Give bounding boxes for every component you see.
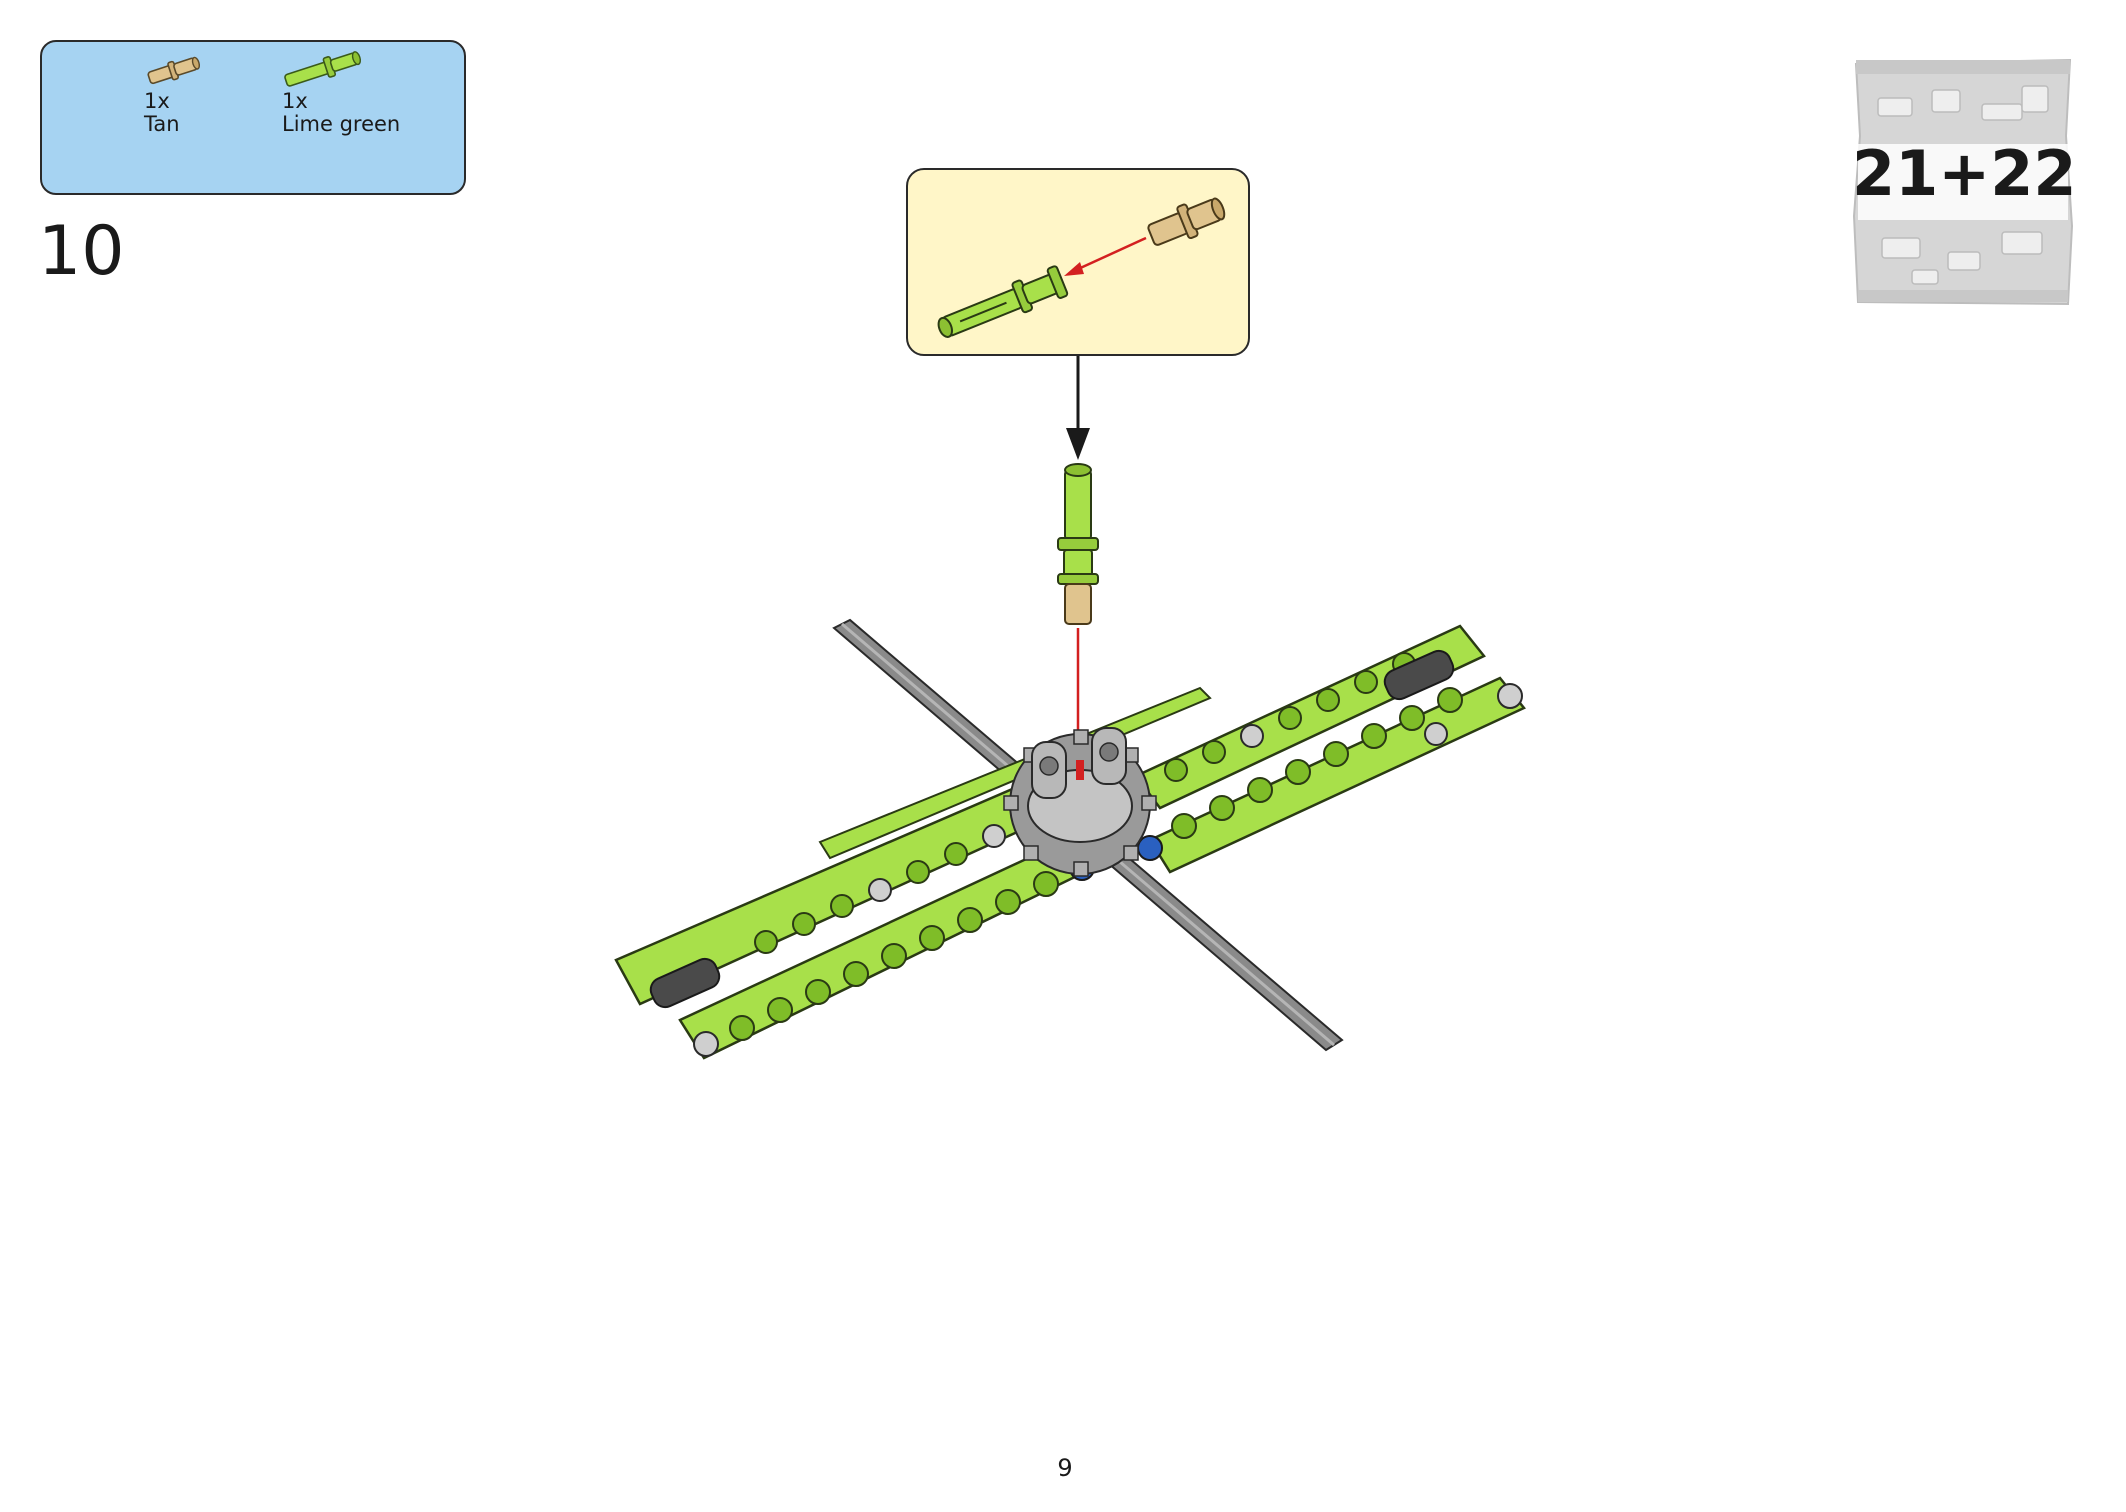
page-number: 9 — [1057, 1454, 1073, 1482]
down-arrow-head — [1066, 428, 1090, 460]
bracket — [1031, 727, 1127, 799]
part-color-name: Tan — [144, 112, 180, 136]
step-number: 10 — [38, 212, 125, 291]
tan-pin-icon — [147, 56, 201, 85]
subassembly-illustration — [937, 197, 1226, 339]
part-color-name: Lime green — [282, 112, 401, 136]
parts-bag-icon — [1852, 58, 2074, 306]
gear — [1003, 729, 1157, 877]
subassembly-callout — [906, 168, 1250, 356]
part-qty: 1x — [144, 89, 170, 113]
right-beam — [1134, 624, 1526, 874]
assembled-pin — [1057, 463, 1099, 625]
lime-pin-part — [937, 265, 1069, 339]
bag-indicator: 21+22 — [1852, 56, 2077, 308]
bag-number-label: 21+22 — [1852, 137, 2077, 210]
part-qty: 1x — [282, 89, 308, 113]
tan-pin-part — [1147, 197, 1226, 246]
lime-pin-icon — [284, 51, 362, 87]
part-tan-pin: 1x Tan — [144, 56, 201, 136]
part-lime-pin: 1x Lime green — [282, 51, 401, 136]
parts-list-panel: 1x Tan 1x Lime green — [40, 40, 466, 195]
